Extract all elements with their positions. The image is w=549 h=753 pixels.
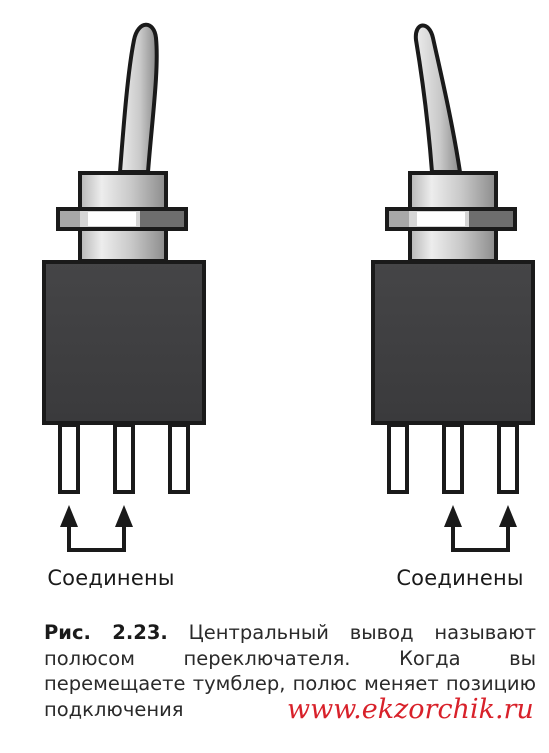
- switch-body-right: [371, 260, 535, 425]
- nut-left-shine: [88, 212, 136, 226]
- connected-label-left: Соединены: [47, 566, 175, 590]
- toggle-switch-right: [371, 23, 535, 552]
- arrowhead-left-1: [60, 505, 78, 527]
- nut-right-edge: [389, 211, 409, 227]
- toggle-switch-diagram: [42, 22, 535, 552]
- pin-left-3: [168, 423, 190, 494]
- connection-arrow-left: [67, 520, 126, 552]
- pin-right-1: [387, 423, 409, 494]
- connected-label-right: Соединены: [396, 566, 524, 590]
- collar-upper-right: [408, 171, 498, 211]
- caption-number: Рис. 2.23.: [44, 621, 168, 644]
- switch-body-left: [42, 260, 206, 425]
- lever-left: [118, 22, 159, 174]
- collar-lower-right: [408, 227, 498, 263]
- nut-left-shade: [140, 211, 184, 227]
- collar-lower-left: [78, 227, 168, 263]
- nut-right-shade: [469, 211, 513, 227]
- pin-right-3: [497, 423, 519, 494]
- nut-left-edge: [60, 211, 80, 227]
- arrowhead-left-2: [115, 505, 133, 527]
- caption-text: Центральный вывод называ­ют полюсом пере…: [44, 621, 537, 721]
- nut-right-shine: [417, 212, 465, 226]
- watermark: www.ekzorchik.ru: [287, 694, 534, 725]
- pin-left-2: [113, 423, 135, 494]
- pin-right-2: [442, 423, 464, 494]
- lever-right: [413, 23, 462, 174]
- toggle-switch-left: [42, 22, 206, 552]
- collar-upper-left: [78, 171, 168, 211]
- arrowhead-right-2: [499, 505, 517, 527]
- arrowhead-right-1: [444, 505, 462, 527]
- figure-caption: Рис. 2.23. Центральный вывод называ­ют п…: [44, 620, 536, 722]
- pin-left-1: [58, 423, 80, 494]
- connection-arrow-right: [451, 520, 510, 552]
